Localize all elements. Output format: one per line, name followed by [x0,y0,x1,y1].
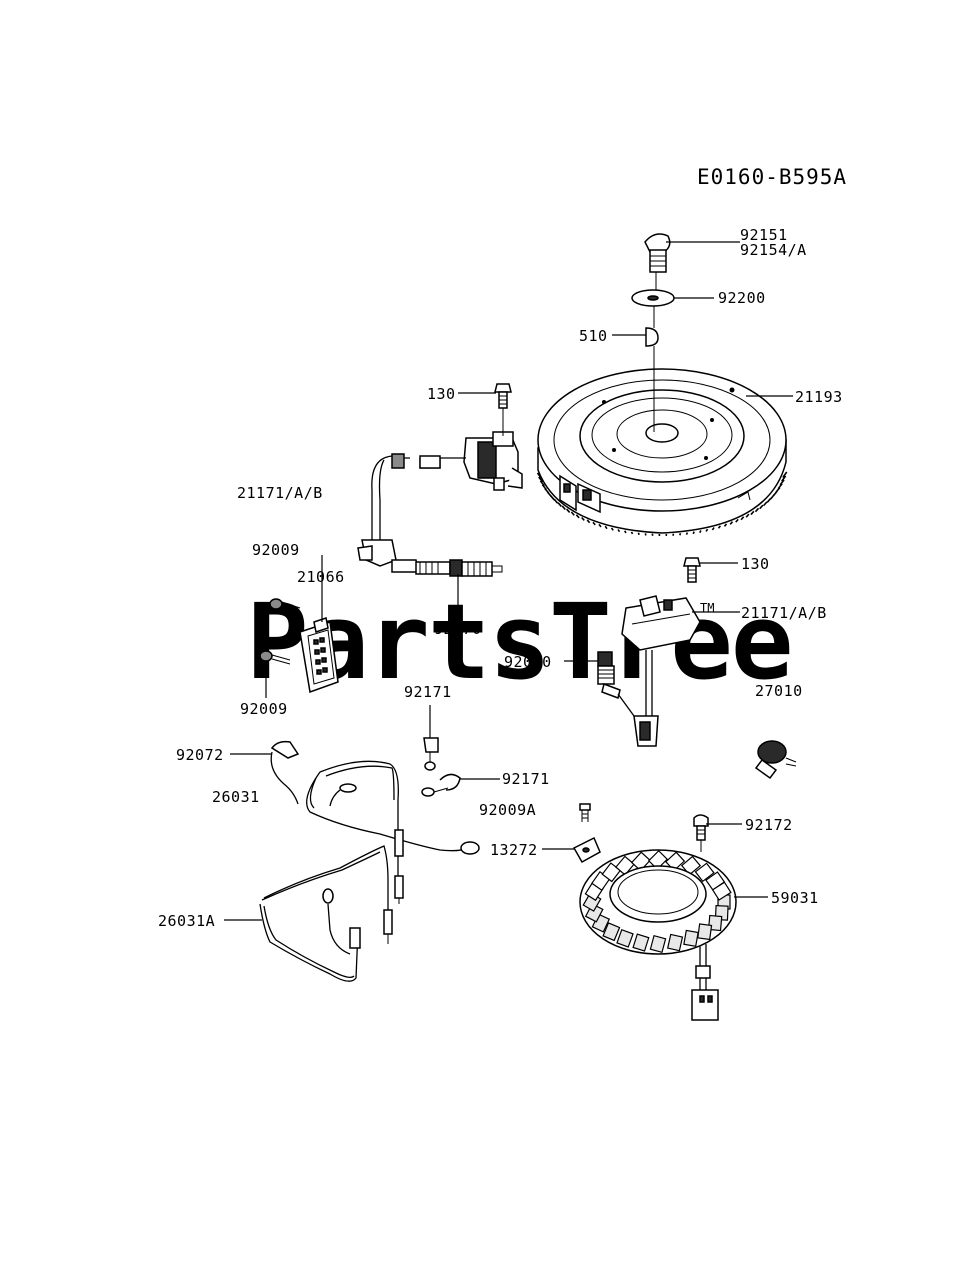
label-92172: 92172 [745,816,793,834]
screw-92009-top[interactable] [269,598,301,613]
leader-lines [224,241,793,921]
diagram-code: E0160-B595A [697,165,847,189]
label-92154a: 92154/A [740,241,807,259]
label-92171-top: 92171 [404,683,452,701]
label-21171-right: 21171/A/B [741,604,827,622]
oil-pressure-switch-27010[interactable] [754,740,797,780]
label-59031: 59031 [771,889,819,907]
label-21193: 21193 [795,388,843,406]
part-labels: 92151 92154/A 92200 510 130 21193 21171/… [158,226,843,930]
clamp-92072[interactable] [270,740,300,805]
label-13272: 13272 [490,841,538,859]
label-21171-left: 21171/A/B [237,484,323,502]
regulator-21066[interactable] [299,617,339,694]
label-92070-left: 92070 [434,620,482,638]
label-92009a: 92009A [479,801,536,819]
label-92070-right: 92070 [504,653,552,671]
key-510[interactable] [645,327,659,347]
spark-plug-right-92070[interactable] [597,651,635,717]
label-510: 510 [579,327,608,345]
spark-plug-left-92070[interactable] [391,559,503,577]
plate-13272[interactable] [572,836,601,864]
label-130-right: 130 [741,555,770,573]
bolt-130-right[interactable] [683,557,701,583]
label-130-top: 130 [427,385,456,403]
label-26031: 26031 [212,788,260,806]
label-92151: 92151 [740,226,788,244]
label-92009-top: 92009 [252,541,300,559]
terminal-92171-bottom[interactable] [421,773,461,797]
label-92171-right: 92171 [502,770,550,788]
harness-26031[interactable] [306,760,480,904]
screw-92009-bottom[interactable] [259,650,291,665]
label-92072: 92072 [176,746,224,764]
label-27010: 27010 [755,682,803,700]
label-21066: 21066 [297,568,345,586]
ignition-coil-right[interactable] [621,595,701,747]
bolt-92172[interactable] [693,814,709,852]
stator-59031[interactable] [579,849,737,1021]
screw-92009a[interactable] [579,803,591,822]
flywheel-nut-92151[interactable] [644,233,671,273]
flywheel-21193[interactable] [536,368,788,537]
bolt-130-top[interactable] [494,383,512,436]
ignition-coil-left[interactable] [357,431,523,567]
washer-92200[interactable] [631,289,675,307]
label-92009-bottom: 92009 [240,700,288,718]
terminal-92171-top[interactable] [423,737,439,771]
label-92200: 92200 [718,289,766,307]
watermark-trademark: TM [700,601,714,615]
label-26031a: 26031A [158,912,215,930]
harness-26031a[interactable] [259,845,393,982]
